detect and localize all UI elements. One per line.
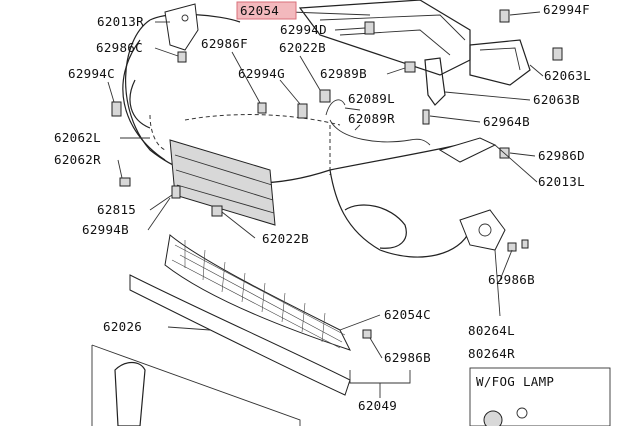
clip-62986C — [177, 51, 187, 63]
label-62062L[interactable]: 62062L — [54, 130, 101, 145]
screw-62986F — [257, 102, 267, 114]
fasteners — [111, 9, 563, 339]
label-62089L[interactable]: 62089L — [348, 91, 395, 106]
fog-lamp-inset — [469, 367, 611, 426]
clip-62989B — [404, 61, 416, 73]
pin-62964B — [422, 109, 430, 125]
lower-lip-62026 — [129, 274, 351, 396]
label-62062R[interactable]: 62062R — [54, 152, 101, 167]
bolt-62994D — [364, 21, 375, 35]
bolt-62994C — [111, 101, 122, 117]
side-bracket-62013R — [164, 3, 199, 51]
label-62989B[interactable]: 62989B — [320, 66, 367, 81]
label-62994B[interactable]: 62994B — [82, 222, 129, 237]
screw-62986B-right-2 — [521, 239, 529, 249]
clip-62062R — [119, 177, 131, 187]
bolt-62994F — [499, 9, 510, 23]
label-62986F[interactable]: 62986F — [201, 36, 248, 51]
label-62049[interactable]: 62049 — [358, 398, 397, 413]
screw-62986B-bottom — [362, 329, 372, 339]
grille-62815 — [169, 139, 276, 226]
label-62063B[interactable]: 62063B — [533, 92, 580, 107]
label-62026[interactable]: 62026 — [103, 319, 142, 334]
label-62063L[interactable]: 62063L — [544, 68, 591, 83]
label-62994G[interactable]: 62994G — [238, 66, 285, 81]
label-62054C[interactable]: 62054C — [384, 307, 431, 322]
label-62964B[interactable]: 62964B — [483, 114, 530, 129]
label-62994C[interactable]: 62994C — [68, 66, 115, 81]
label-62986D[interactable]: 62986D — [538, 148, 585, 163]
label-fog-lamp: W/FOG LAMP — [476, 374, 554, 389]
bracket-62063B — [424, 57, 446, 106]
label-62986C[interactable]: 62986C — [96, 40, 143, 55]
label-62986B-bottom[interactable]: 62986B — [384, 350, 431, 365]
label-62022B-mid[interactable]: 62022B — [262, 231, 309, 246]
cable-harness — [325, 99, 431, 146]
label-62013R[interactable]: 62013R — [97, 14, 144, 29]
fog-lamp-bracket — [459, 209, 506, 251]
label-62089R[interactable]: 62089R — [348, 111, 395, 126]
lower-mesh-62054C — [164, 234, 351, 351]
label-62994D[interactable]: 62994D — [280, 22, 327, 37]
bolt-62063L — [552, 47, 563, 61]
label-62013L[interactable]: 62013L — [538, 174, 585, 189]
label-80264R[interactable]: 80264R — [468, 346, 515, 361]
lower-apron — [91, 344, 301, 426]
label-62994F[interactable]: 62994F — [543, 2, 590, 17]
label-62986B-right[interactable]: 62986B — [488, 272, 535, 287]
clip-62022B-top — [319, 89, 331, 103]
bolt-62994B — [171, 185, 181, 199]
label-80264L[interactable]: 80264L — [468, 323, 515, 338]
bracket-62013L — [438, 137, 497, 163]
label-62054[interactable]: 62054 — [240, 3, 279, 18]
clip-62022B — [211, 205, 223, 217]
highlighted-part-box — [236, 1, 297, 20]
leader-lines — [107, 11, 544, 398]
label-62815[interactable]: 62815 — [97, 202, 136, 217]
label-62022B-top[interactable]: 62022B — [279, 40, 326, 55]
screw-62986B-right — [507, 242, 517, 252]
bolt-62994G — [297, 103, 308, 119]
